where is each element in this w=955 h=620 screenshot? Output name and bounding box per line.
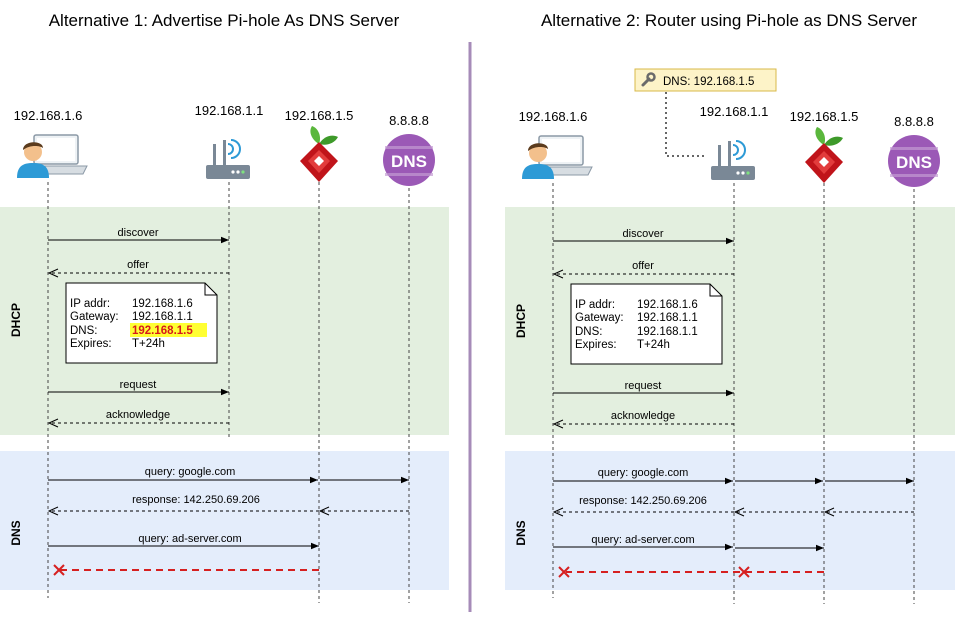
- node-label-client: 192.168.1.6: [519, 109, 588, 124]
- svg-text:discover: discover: [118, 227, 159, 239]
- wifi-router-icon: [206, 139, 250, 179]
- message-response: response: 142.250.69.206: [47, 494, 409, 516]
- message-query-adserver: query: ad-server.com: [48, 533, 319, 550]
- message-discover: discover: [48, 227, 229, 244]
- dns-band-left: [0, 451, 449, 590]
- panel-title: Alternative 1: Advertise Pi-hole As DNS …: [49, 11, 400, 30]
- section-label-dns: DNS: [514, 520, 528, 545]
- panel-alternative-2: Alternative 2: Router using Pi-hole as D…: [514, 11, 940, 604]
- message-query-google: query: google.com: [48, 466, 409, 484]
- dns-server-icon: DNS: [888, 135, 940, 187]
- message-acknowledge: acknowledge: [552, 410, 734, 429]
- svg-text:T+24h: T+24h: [132, 338, 165, 350]
- svg-text:192.168.1.6: 192.168.1.6: [132, 298, 193, 310]
- svg-text:discover: discover: [623, 228, 664, 240]
- svg-text:Expires:: Expires:: [70, 338, 112, 350]
- message-discover: discover: [553, 228, 734, 245]
- dns-server-icon: DNS: [383, 134, 435, 186]
- wifi-router-icon: [711, 140, 755, 180]
- svg-text:Gateway:: Gateway:: [575, 312, 624, 324]
- svg-text:192.168.1.1: 192.168.1.1: [637, 312, 698, 324]
- node-label-router: 192.168.1.1: [700, 104, 769, 119]
- svg-text:DNS:: DNS:: [70, 325, 97, 337]
- router-config-text: DNS: 192.168.1.5: [663, 76, 754, 88]
- dns-highlight: [130, 323, 207, 337]
- panel-alternative-1: Alternative 1: Advertise Pi-hole As DNS …: [9, 11, 435, 603]
- laptop-user-icon: [17, 134, 88, 178]
- config-connector: [665, 92, 705, 157]
- svg-text:query: ad-server.com: query: ad-server.com: [138, 533, 241, 545]
- x-mark-icon: [558, 566, 570, 578]
- section-label-dhcp: DHCP: [514, 304, 528, 338]
- message-request: request: [48, 379, 229, 396]
- dns-band-right: [505, 451, 955, 590]
- svg-text:response: 142.250.69.206: response: 142.250.69.206: [579, 495, 707, 507]
- blocked-response: [558, 566, 824, 578]
- message-offer: offer: [552, 260, 734, 279]
- message-acknowledge: acknowledge: [47, 409, 229, 428]
- message-response: response: 142.250.69.206: [552, 495, 914, 517]
- section-label-dhcp: DHCP: [9, 303, 23, 337]
- svg-text:query: google.com: query: google.com: [145, 466, 236, 478]
- message-request: request: [553, 380, 734, 397]
- node-label-pihole: 192.168.1.5: [790, 109, 859, 124]
- svg-text:query: google.com: query: google.com: [598, 467, 689, 479]
- svg-text:T+24h: T+24h: [637, 339, 670, 351]
- svg-text:192.168.1.1: 192.168.1.1: [637, 326, 698, 338]
- x-mark-icon: [738, 566, 750, 578]
- pihole-logo-icon: [300, 126, 338, 182]
- node-label-upstream: 8.8.8.8: [894, 114, 934, 129]
- section-label-dns: DNS: [9, 520, 23, 545]
- router-config-note: DNS: 192.168.1.5: [634, 68, 777, 157]
- svg-text:request: request: [120, 379, 157, 391]
- node-label-router: 192.168.1.1: [195, 103, 264, 118]
- dhcp-lease-note: IP addr: 192.168.1.6 Gateway: 192.168.1.…: [570, 283, 723, 365]
- svg-text:192.168.1.1: 192.168.1.1: [132, 311, 193, 323]
- message-offer: offer: [47, 259, 229, 278]
- message-query-google: query: google.com: [553, 467, 914, 485]
- dns-icon-label: DNS: [391, 152, 427, 171]
- node-label-pihole: 192.168.1.5: [285, 108, 354, 123]
- svg-text:acknowledge: acknowledge: [611, 410, 675, 422]
- svg-text:Expires:: Expires:: [575, 339, 617, 351]
- svg-text:192.168.1.6: 192.168.1.6: [637, 299, 698, 311]
- svg-text:IP addr:: IP addr:: [70, 298, 110, 310]
- laptop-user-icon: [522, 135, 593, 179]
- svg-text:query: ad-server.com: query: ad-server.com: [591, 534, 694, 546]
- x-mark-icon: [53, 564, 65, 576]
- dns-icon-label: DNS: [896, 153, 932, 172]
- svg-text:DNS:: DNS:: [575, 326, 602, 338]
- message-query-adserver: query: ad-server.com: [553, 534, 824, 552]
- node-label-upstream: 8.8.8.8: [389, 113, 429, 128]
- highlighted-dns-value: 192.168.1.5: [132, 325, 193, 337]
- dhcp-lease-note: IP addr: 192.168.1.6 Gateway: 192.168.1.…: [65, 282, 218, 364]
- svg-text:offer: offer: [127, 259, 149, 271]
- svg-text:IP addr:: IP addr:: [575, 299, 615, 311]
- blocked-response: [53, 564, 319, 576]
- svg-text:response: 142.250.69.206: response: 142.250.69.206: [132, 494, 260, 506]
- svg-text:Gateway:: Gateway:: [70, 311, 119, 323]
- svg-text:request: request: [625, 380, 662, 392]
- svg-text:acknowledge: acknowledge: [106, 409, 170, 421]
- svg-text:offer: offer: [632, 260, 654, 272]
- wrench-icon: [641, 72, 656, 87]
- pihole-logo-icon: [805, 127, 843, 183]
- node-label-client: 192.168.1.6: [14, 108, 83, 123]
- panel-title: Alternative 2: Router using Pi-hole as D…: [541, 11, 917, 30]
